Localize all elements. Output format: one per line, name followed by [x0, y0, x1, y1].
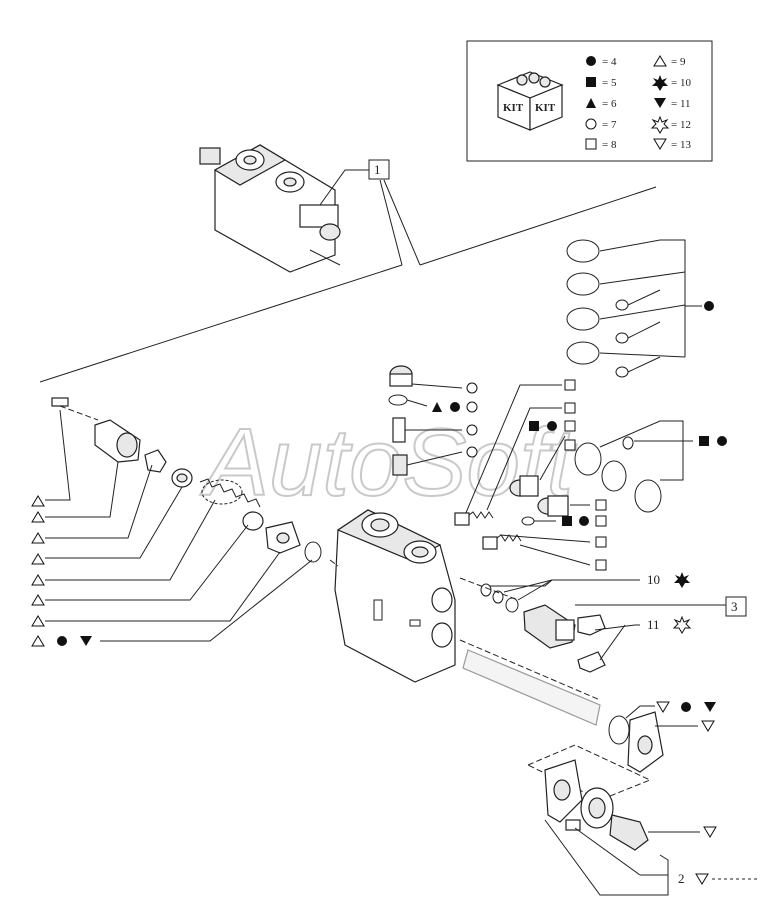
filled-circle-icon	[717, 436, 727, 446]
callout-label-10: 10	[647, 572, 660, 587]
outline-triangle-icon	[653, 55, 667, 67]
filled-circle-icon	[586, 56, 596, 66]
filled-circle-icon	[681, 702, 691, 712]
outline-triangle-icon	[31, 615, 45, 627]
outline-square-icon	[564, 379, 576, 391]
legend-text: = 4	[602, 56, 617, 68]
cartridge-assembly	[480, 583, 606, 673]
outline-square-icon	[564, 439, 576, 451]
outline-triangle-icon	[31, 594, 45, 606]
legend-text: = 7	[602, 119, 617, 131]
o-ring-stack	[566, 239, 629, 378]
outline-square-icon	[585, 138, 597, 150]
filled-circle-icon	[547, 421, 557, 431]
outline-square-icon	[595, 515, 607, 527]
legend-text: = 13	[671, 139, 691, 151]
outline-inverted-triangle-icon	[653, 138, 667, 150]
filled-triangle-icon	[586, 98, 596, 108]
kit-badge-right: KIT	[535, 102, 556, 114]
outline-square-icon	[564, 402, 576, 414]
legend-text: = 5	[602, 77, 617, 89]
assembled-valve-thumbnail	[199, 144, 341, 273]
filled-inverted-triangle-icon	[80, 636, 92, 646]
callout-box-3	[725, 596, 747, 617]
left-exploded-parts	[51, 397, 339, 567]
outline-square-icon	[595, 536, 607, 548]
outline-triangle-icon	[31, 511, 45, 523]
outline-triangle-icon	[31, 532, 45, 544]
filled-inverted-triangle-icon	[704, 702, 716, 712]
legend-text: = 11	[671, 98, 691, 110]
outline-square-icon	[564, 420, 576, 432]
outline-triangle-icon	[31, 635, 45, 647]
bottom-cap-parts	[544, 759, 649, 851]
legend-text: = 6	[602, 98, 617, 110]
legend-text: = 12	[671, 119, 691, 131]
legend-text: = 10	[671, 77, 691, 89]
outline-circle-icon	[466, 382, 478, 394]
valve-body	[334, 509, 456, 683]
filled-square-icon	[586, 77, 596, 87]
kit-badge-left: KIT	[503, 102, 524, 114]
callout-label-1: 1	[374, 162, 381, 177]
filled-star-icon	[652, 75, 668, 91]
filled-circle-icon	[57, 636, 67, 646]
outline-circle-icon	[466, 424, 478, 436]
watermark-text: AutoSoft	[200, 409, 577, 516]
outline-square-icon	[595, 559, 607, 571]
fitting-parts	[454, 475, 569, 550]
filled-circle-icon	[579, 516, 589, 526]
kit-box-icon: KIT KIT	[496, 71, 564, 131]
outline-triangle-icon	[31, 495, 45, 507]
callout-label-3: 3	[731, 599, 738, 614]
end-cap-parts	[608, 711, 664, 773]
filled-circle-icon	[450, 402, 460, 412]
filled-circle-icon	[704, 301, 714, 311]
kit-legend-frame	[466, 40, 713, 162]
filled-star-icon	[674, 572, 690, 588]
left-leaders	[31, 409, 313, 647]
kit-legend: KIT KIT = 4 = 5 = 6 = 7 = 8 = 9 = 10 = 1…	[466, 40, 713, 162]
outline-circle-icon	[466, 401, 478, 413]
outline-inverted-triangle-icon	[695, 873, 709, 885]
filled-triangle-icon	[432, 402, 442, 412]
plug-stack	[388, 365, 413, 476]
outline-circle-icon	[466, 446, 478, 458]
legend-text: = 9	[671, 56, 686, 68]
outline-triangle-icon	[31, 574, 45, 586]
outline-triangle-icon	[31, 553, 45, 565]
spool	[462, 649, 601, 726]
outline-inverted-triangle-icon	[656, 701, 670, 713]
outline-inverted-triangle-icon	[701, 720, 715, 732]
filled-square-icon	[699, 436, 709, 446]
outline-circle-icon	[585, 118, 597, 130]
outline-star-icon	[650, 115, 670, 134]
filled-square-icon	[529, 421, 539, 431]
legend-text: = 8	[602, 139, 617, 151]
callout-label-11: 11	[647, 617, 660, 632]
outline-square-icon	[595, 499, 607, 511]
filled-inverted-triangle-icon	[654, 98, 666, 108]
outline-inverted-triangle-icon	[703, 826, 717, 838]
outline-star-icon	[672, 615, 692, 634]
filled-square-icon	[562, 516, 572, 526]
callout-label-2: 2	[678, 871, 685, 886]
